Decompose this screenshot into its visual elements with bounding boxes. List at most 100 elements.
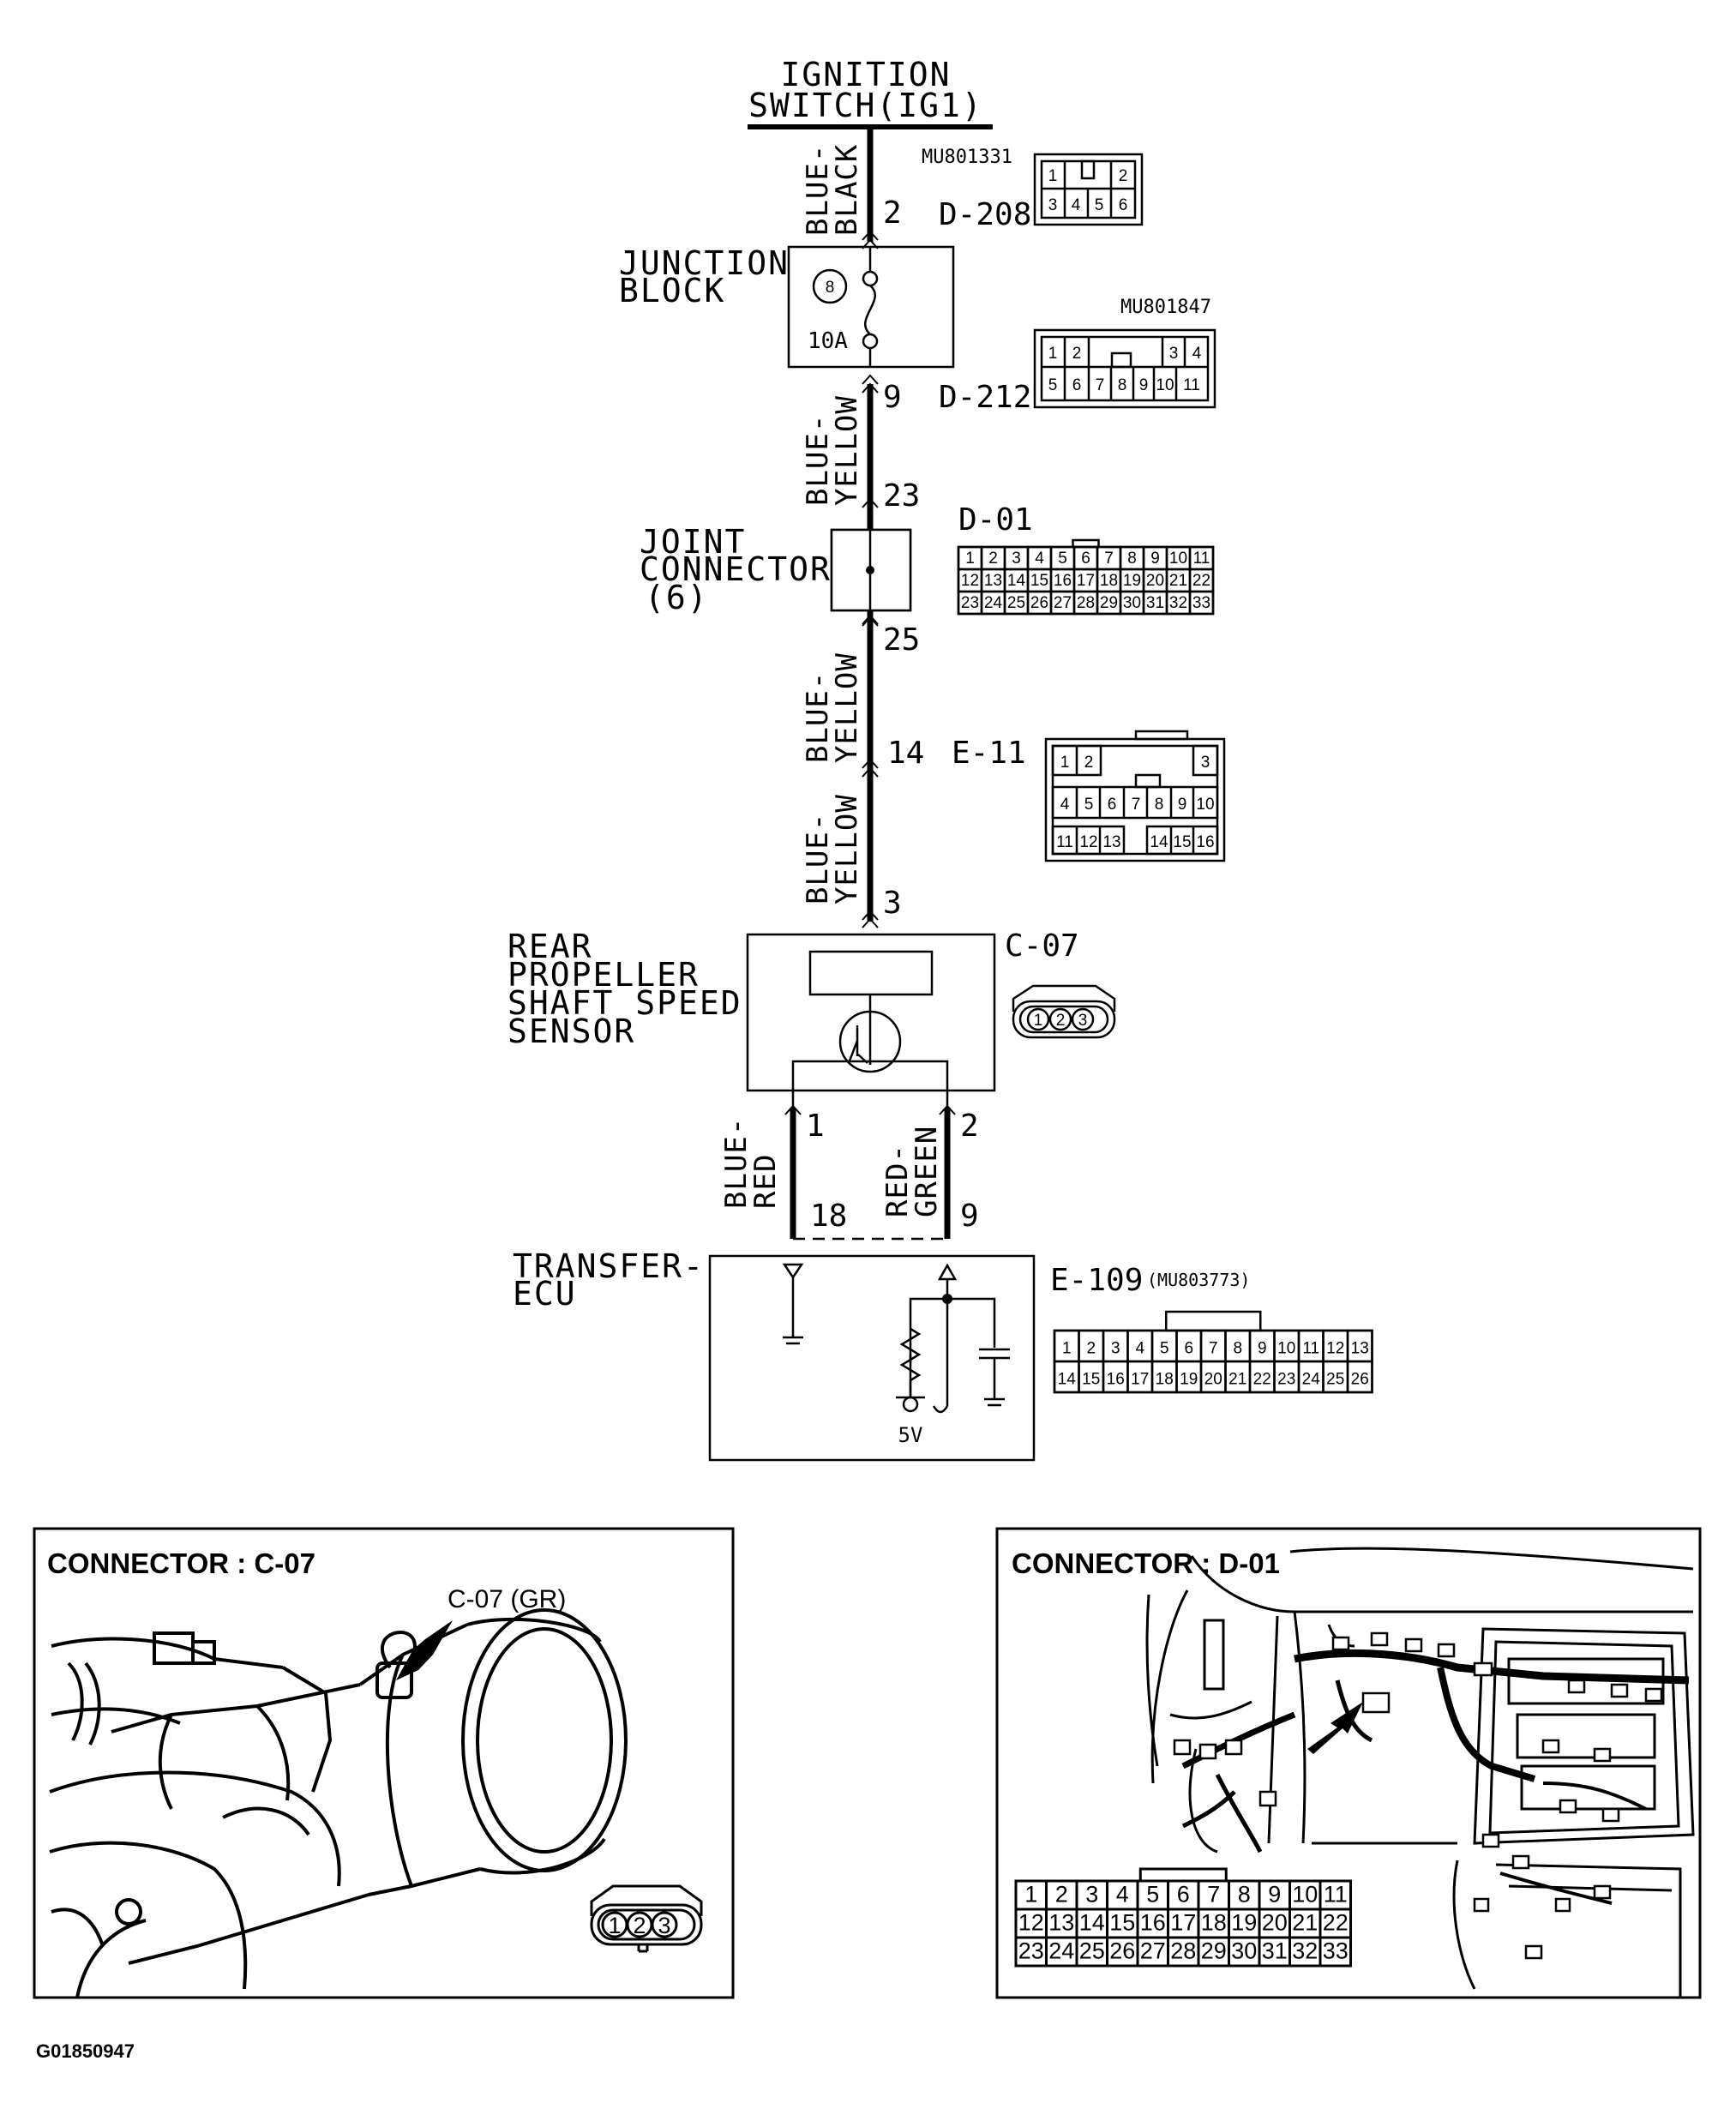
panel-d01-title: CONNECTOR : D-01: [1012, 1547, 1280, 1579]
e11-cell-9: 9: [1178, 796, 1187, 814]
panel-d01-cell-22: 22: [1323, 1909, 1349, 1935]
pin-2: 2: [883, 195, 902, 231]
e109-cell-10: 10: [1277, 1340, 1295, 1358]
e109-cell-8: 8: [1233, 1340, 1242, 1358]
panel-d01-cell-2: 2: [1055, 1881, 1068, 1907]
sensor-label-3: SHAFT SPEED: [508, 984, 742, 1022]
d01-cell-32: 32: [1169, 594, 1187, 612]
d01-cell-26: 26: [1030, 594, 1048, 612]
e11-cell-15: 15: [1173, 833, 1191, 851]
ignition-switch: IGNITION SWITCH(IG1): [748, 56, 993, 129]
wire5-color-b: RED: [748, 1154, 783, 1209]
d212-cell-6: 6: [1072, 376, 1082, 394]
c07-cell-1: 1: [1034, 1012, 1043, 1030]
panel-d01-cell-6: 6: [1177, 1881, 1190, 1907]
panel-d01-cell-10: 10: [1292, 1881, 1318, 1907]
d208-part: MU801331: [922, 147, 1012, 168]
panel-d01-cell-19: 19: [1231, 1909, 1257, 1935]
d01-cell-16: 16: [1054, 572, 1072, 590]
e11-cell-12: 12: [1079, 833, 1097, 851]
d01-cell-31: 31: [1146, 594, 1164, 612]
panel-d01-cell-20: 20: [1262, 1909, 1288, 1935]
d01-cell-24: 24: [984, 594, 1003, 612]
panel-d01-cell-17: 17: [1170, 1909, 1196, 1935]
connector-c07: C-07 1 2 3: [1005, 928, 1116, 1039]
panel-d01-cell-1: 1: [1024, 1881, 1037, 1907]
e109-cell-9: 9: [1258, 1340, 1267, 1358]
e109-cell-23: 23: [1277, 1371, 1295, 1389]
panel-d01-cell-9: 9: [1268, 1881, 1281, 1907]
pin-3: 3: [883, 886, 902, 921]
panel-d01-cell-27: 27: [1140, 1938, 1166, 1963]
junction-label-2: BLOCK: [619, 272, 725, 309]
ignition-label-1: IGNITION: [780, 56, 951, 93]
e109-part: (MU803773): [1147, 1270, 1250, 1290]
e109-cell-26: 26: [1351, 1371, 1369, 1389]
pin-25: 25: [883, 622, 920, 658]
d01-cell-30: 30: [1123, 594, 1141, 612]
wire1-color-a: BLUE-: [801, 144, 835, 236]
d01-cell-10: 10: [1169, 550, 1187, 568]
d208-cell-2: 2: [1119, 167, 1128, 185]
d208-id: D-208: [939, 197, 1031, 232]
d212-part: MU801847: [1120, 297, 1211, 318]
sensor-label-1: REAR: [508, 928, 593, 965]
d01-cell-7: 7: [1104, 550, 1114, 568]
panel-d01-cell-3: 3: [1085, 1881, 1098, 1907]
panel-c07: CONNECTOR : C-07 C-07 (GR): [33, 1527, 735, 1999]
d01-cell-8: 8: [1127, 550, 1137, 568]
d212-cell-10: 10: [1156, 376, 1174, 394]
e11-cell-7: 7: [1132, 796, 1141, 814]
ignition-label-2: SWITCH(IG1): [748, 87, 983, 124]
wire2-color-b: YELLOW: [830, 395, 864, 506]
joint-label-2: CONNECTOR: [640, 550, 832, 588]
fuse-rating: 10A: [808, 328, 848, 354]
e11-cell-10: 10: [1196, 796, 1214, 814]
panel-d01-cell-30: 30: [1231, 1938, 1257, 1963]
d01-cell-15: 15: [1030, 572, 1048, 590]
wire3-color-b: YELLOW: [830, 652, 864, 763]
panel-d01-cell-28: 28: [1170, 1938, 1196, 1963]
e11-cell-14: 14: [1150, 833, 1168, 851]
wire1-color-b: BLACK: [830, 144, 864, 236]
e109-cell-14: 14: [1058, 1371, 1077, 1389]
d212-cell-11: 11: [1183, 376, 1200, 394]
c07-cell-3: 3: [1078, 1012, 1088, 1030]
wire4-color-b: YELLOW: [830, 794, 864, 904]
panel-d01-cell-31: 31: [1262, 1938, 1288, 1963]
d01-cell-23: 23: [961, 594, 979, 612]
e11-cell-11: 11: [1056, 833, 1073, 851]
d01-id: D-01: [958, 502, 1033, 538]
d208-cell-5: 5: [1095, 196, 1104, 214]
panel-c07-pin-3: 3: [658, 1913, 670, 1938]
wire-labels: BLUE- BLACK BLUE- YELLOW BLUE- YELLOW BL…: [719, 144, 944, 1217]
panel-d01-cell-29: 29: [1201, 1938, 1227, 1963]
wire2-color-a: BLUE-: [801, 414, 835, 506]
panel-d01-cell-23: 23: [1018, 1938, 1044, 1963]
d01-cell-9: 9: [1150, 550, 1160, 568]
panel-d01-cell-13: 13: [1048, 1909, 1074, 1935]
d01-cell-11: 11: [1193, 550, 1210, 568]
panel-c07-pin-1: 1: [608, 1913, 621, 1938]
c07-id: C-07: [1005, 928, 1079, 964]
e109-cell-16: 16: [1107, 1371, 1125, 1389]
d208-cell-1: 1: [1048, 167, 1058, 185]
e109-cell-3: 3: [1111, 1340, 1120, 1358]
e11-cell-2: 2: [1084, 754, 1094, 772]
d212-cell-7: 7: [1096, 376, 1105, 394]
transfer-case-illustration: [49, 1608, 628, 1998]
transfer-ecu: TRANSFER- ECU 5V: [513, 1247, 1036, 1462]
panel-d01-cell-5: 5: [1146, 1881, 1159, 1907]
junction-block: JUNCTION BLOCK 8 10A: [619, 244, 955, 369]
d01-cell-22: 22: [1192, 572, 1210, 590]
connector-d208: D-208 MU801331 1 2 3 4 5 6: [922, 147, 1144, 232]
c07-cell-2: 2: [1056, 1012, 1066, 1030]
d01-location-arrow: [1307, 1702, 1363, 1754]
ecu-wires: [784, 1104, 956, 1241]
wire3-color-a: BLUE-: [801, 671, 835, 763]
e109-cell-11: 11: [1302, 1340, 1319, 1358]
joint-label-1: JOINT: [640, 523, 746, 561]
d01-cell-33: 33: [1192, 594, 1210, 612]
